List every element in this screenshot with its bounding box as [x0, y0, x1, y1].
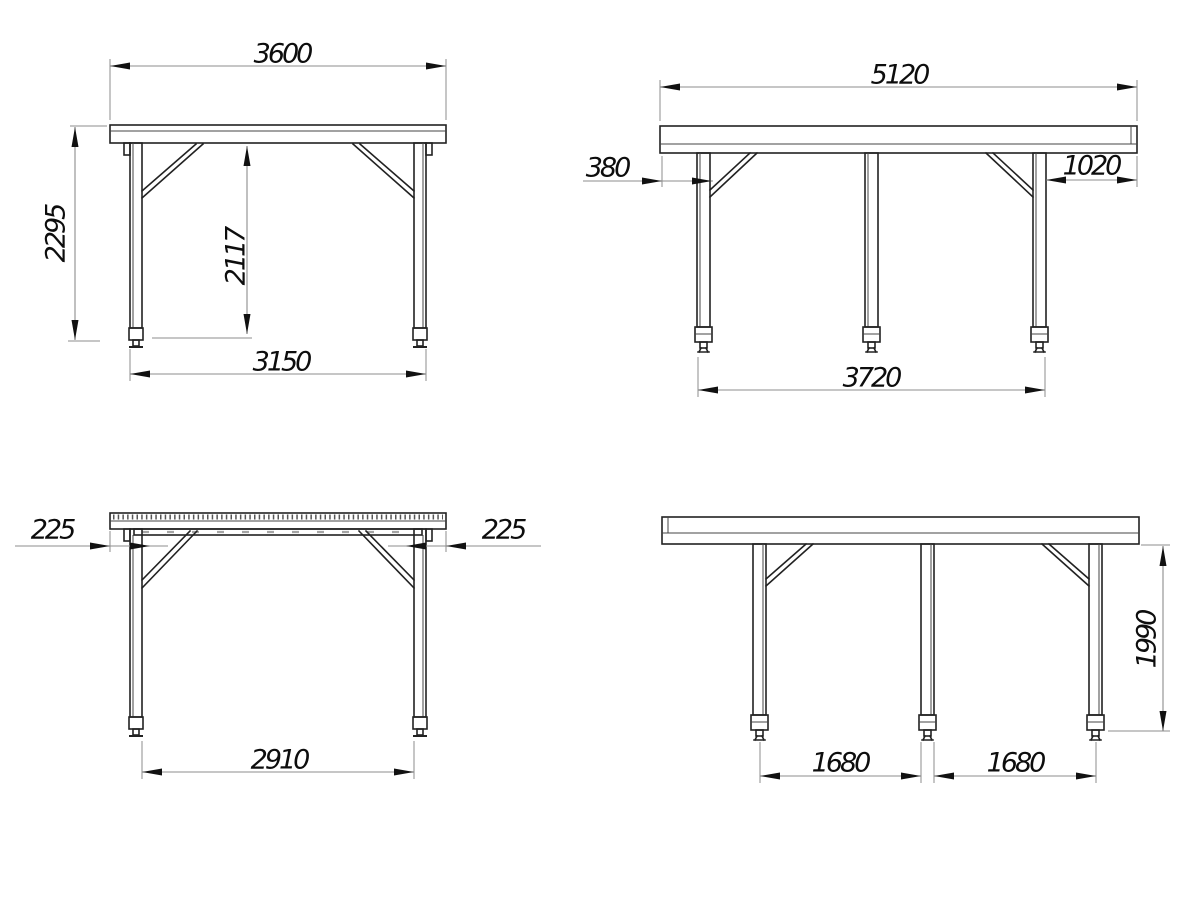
dim-side2-right-bay: 1680: [933, 742, 1097, 783]
front-left-post: [123, 142, 143, 329]
rear-rail: [133, 528, 423, 536]
dim-label-front-overall-height: 2295: [41, 204, 72, 263]
dim-label-front-clear-height: 2117: [221, 226, 252, 286]
dim-front-width: 3600: [109, 39, 447, 120]
side-post-left: [696, 152, 711, 328]
dim-front-clear-height: 2117: [152, 146, 252, 339]
rear-left-post: [123, 528, 143, 718]
post-top-bracket: [425, 528, 433, 542]
rear-right-foot: [412, 716, 428, 737]
front-roof-beam: [109, 124, 447, 144]
dim-rear-left-overhang: 225: [15, 515, 168, 552]
side-post-middle: [864, 152, 879, 328]
side2-post-right: [1088, 543, 1103, 716]
side-foot-left: [694, 326, 713, 354]
dim-side-left-overhang: 380: [583, 153, 713, 187]
post-top-bracket: [425, 142, 433, 156]
dim-side-right-overhang: 1020: [1046, 151, 1138, 187]
front-right-brace: [351, 142, 416, 200]
side2-foot-right: [1086, 714, 1105, 742]
dim-label-side-post-span: 3720: [843, 363, 902, 394]
front-right-post: [413, 142, 433, 329]
rear-right-brace: [357, 529, 416, 590]
rear-roof-deck: [109, 512, 447, 530]
dim-label-front-post-span: 3150: [253, 347, 312, 378]
post-top-bracket: [123, 528, 131, 542]
rear-left-brace: [140, 529, 199, 590]
dim-rear-post-span: 2910: [141, 741, 415, 779]
dim-rear-right-overhang: 225: [388, 515, 541, 552]
dim-label-side-length: 5120: [871, 60, 930, 91]
rear-view: 225 225 2910: [15, 512, 541, 779]
dim-side-post-span: 3720: [697, 357, 1046, 397]
dim-label-side-left-overhang: 380: [586, 153, 630, 184]
dim-label-side-right-overhang: 1020: [1063, 151, 1122, 182]
side2-foot-left: [750, 714, 769, 742]
side-view: 5120 380 1020 3720: [583, 60, 1138, 397]
dim-side2-left-bay: 1680: [759, 742, 922, 783]
dim-front-post-span: 3150: [129, 347, 427, 381]
front-view: 3600 2295 2117 3150: [41, 39, 447, 381]
side-mirrored-view: 1990 1680 1680: [661, 516, 1170, 783]
side2-foot-middle: [918, 714, 937, 742]
dim-label-side2-clear-height: 1990: [1132, 610, 1163, 669]
side2-post-left: [752, 543, 767, 716]
front-left-foot: [128, 327, 144, 348]
side2-left-brace: [764, 542, 815, 588]
side2-right-brace: [1040, 542, 1091, 588]
dim-side2-clear-height: 1990: [1108, 544, 1170, 732]
dim-label-rear-right-overhang: 225: [482, 515, 526, 546]
dim-label-rear-post-span: 2910: [251, 745, 310, 776]
dim-side-length: 5120: [659, 60, 1138, 121]
dim-label-side2-right-bay: 1680: [987, 748, 1046, 779]
dim-label-side2-left-bay: 1680: [812, 748, 871, 779]
front-left-brace: [140, 142, 205, 200]
rear-right-post: [413, 528, 433, 718]
rear-left-foot: [128, 716, 144, 737]
side-foot-right: [1030, 326, 1049, 354]
dim-front-overall-height: 2295: [41, 125, 107, 342]
side-roof-beam: [659, 125, 1138, 154]
side-foot-middle: [862, 326, 881, 354]
side-post-right: [1032, 152, 1047, 328]
side-left-brace: [708, 151, 759, 199]
post-top-bracket: [123, 142, 131, 156]
side2-post-middle: [920, 543, 935, 716]
dim-label-rear-left-overhang: 225: [31, 515, 75, 546]
side-right-brace: [984, 151, 1035, 199]
dim-label-front-width: 3600: [254, 39, 313, 70]
front-right-foot: [412, 327, 428, 348]
side2-roof-beam: [661, 516, 1140, 545]
